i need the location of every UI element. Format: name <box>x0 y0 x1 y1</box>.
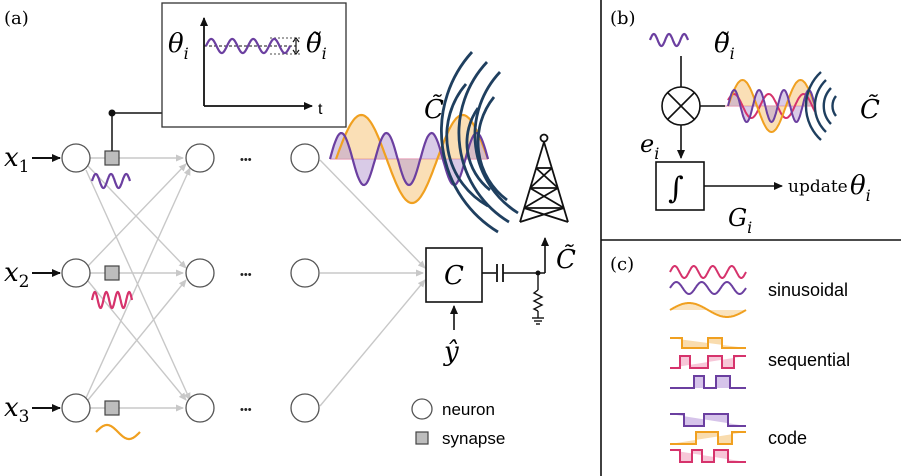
inset-theta-tilde-label: θ̃i <box>306 29 327 63</box>
error-label: ei <box>640 130 659 163</box>
neuron-input-2 <box>61 258 91 288</box>
input-x3: x3 <box>4 393 61 427</box>
sinusoidal-magenta <box>669 265 747 279</box>
target-label: ŷ <box>443 337 459 367</box>
legend-synapse-label: synapse <box>442 429 505 448</box>
input-x2: x2 <box>4 258 61 292</box>
theta-tilde-wave <box>648 32 690 48</box>
label-code: code <box>768 428 807 448</box>
update-label: update <box>788 177 848 197</box>
neuron-hidden-2 <box>185 258 215 288</box>
legend: neuron synapse <box>411 398 505 448</box>
svg-text:x2: x2 <box>4 258 30 292</box>
legend-neuron-icon <box>411 398 433 420</box>
network-connections <box>85 154 426 412</box>
sequential-magenta <box>670 355 746 369</box>
synapse-2 <box>104 265 120 281</box>
input-x1: x1 <box>4 143 61 177</box>
theta-tilde-label-b: θ̃i <box>714 29 735 63</box>
neuron-output-3 <box>290 393 320 423</box>
multiplier-node <box>661 56 725 159</box>
cost-waveform <box>328 113 490 205</box>
perturbation-wave-magenta <box>90 290 134 310</box>
sinusoidal-purple <box>669 280 747 296</box>
ellipsis-row-3: ••• <box>240 404 252 416</box>
cost-block: C <box>425 237 549 330</box>
perturbation-wave-purple <box>90 172 132 190</box>
broadcast-waves <box>440 51 519 234</box>
parameter-inset: θi θ̃i t <box>108 2 347 151</box>
neurons <box>61 143 320 423</box>
neuron-output-1 <box>290 143 320 173</box>
antenna-tower-icon <box>519 133 569 223</box>
c-tilde-label-b: C̃ <box>860 94 880 125</box>
perturbation-wave-orange <box>95 423 141 441</box>
gradient-label: Gi <box>728 204 752 237</box>
update-theta-label: θi <box>850 171 871 205</box>
panel-label-b: (b) <box>610 8 636 29</box>
neuron-hidden-1 <box>185 143 215 173</box>
neuron-input-1 <box>61 143 91 173</box>
neuron-output-2 <box>290 258 320 288</box>
sequential-purple <box>670 375 746 389</box>
ellipsis-row-1: ••• <box>240 154 252 166</box>
legend-neuron-label: neuron <box>442 400 495 419</box>
synapse-3 <box>104 400 120 416</box>
sequential-orange <box>670 337 746 349</box>
b-cost-waveform <box>725 78 816 134</box>
sinusoidal-orange <box>669 302 747 318</box>
label-sinusoidal: sinusoidal <box>768 280 848 300</box>
c-tilde-label-tower: C̃ <box>424 94 444 125</box>
synapse-1 <box>104 150 120 166</box>
neuron-hidden-3 <box>185 393 215 423</box>
synapses <box>104 150 120 416</box>
panel-label-a: (a) <box>4 8 29 29</box>
svg-text:x3: x3 <box>4 393 30 427</box>
c-tilde-label-output: C̃ <box>556 244 576 275</box>
code-magenta <box>670 449 746 463</box>
time-axis-label: t <box>318 101 323 118</box>
label-sequential: sequential <box>768 350 850 370</box>
legend-synapse-icon <box>415 431 429 445</box>
inset-theta-label: θi <box>168 29 189 63</box>
neuron-input-3 <box>61 393 91 423</box>
svg-text:C: C <box>444 261 464 291</box>
svg-text:∫: ∫ <box>668 171 684 206</box>
perturbation-types <box>669 265 747 463</box>
ellipsis-row-2: ••• <box>240 269 252 281</box>
integrator-block: ∫ <box>655 161 783 211</box>
broadcast-waves-b <box>804 71 837 141</box>
inset-wave <box>205 37 291 55</box>
svg-text:x1: x1 <box>4 143 30 177</box>
code-purple <box>670 413 746 427</box>
code-orange <box>670 431 746 445</box>
panel-label-c: (c) <box>610 254 634 275</box>
